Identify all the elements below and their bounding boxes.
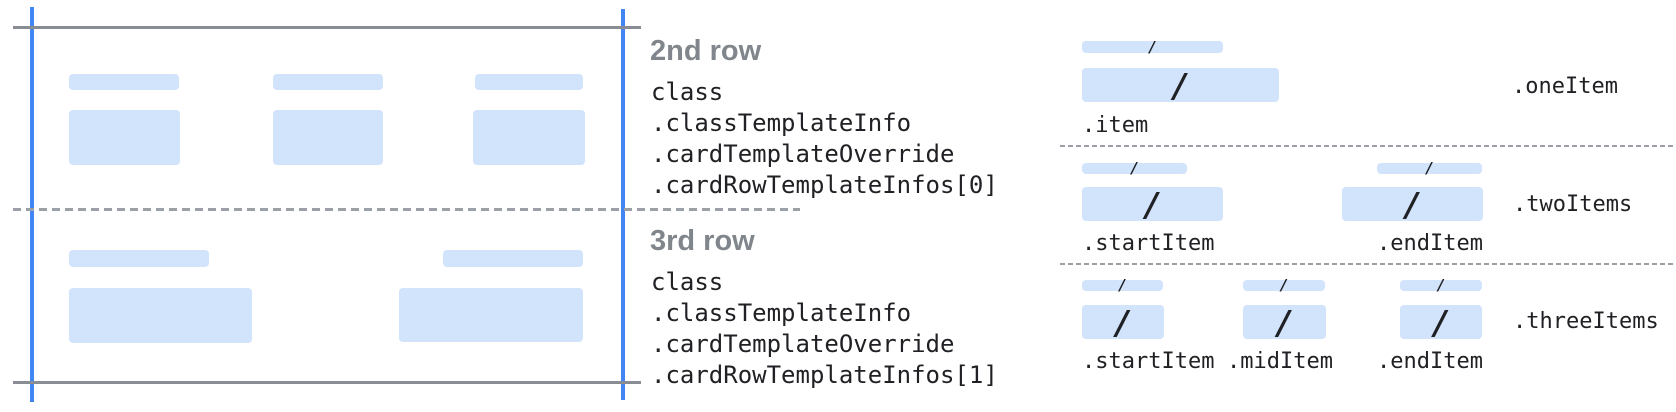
two-items-end-label-bar: / bbox=[1377, 159, 1482, 177]
slash-separator-glyph: / bbox=[1431, 302, 1451, 342]
slash-separator-glyph: / bbox=[1279, 276, 1289, 294]
row2-field2-label-placeholder bbox=[273, 74, 383, 90]
class-path-line: .cardRowTemplateInfos[0] bbox=[651, 171, 998, 199]
slash-separator-glyph: / bbox=[1402, 184, 1423, 224]
slash-separator-glyph: / bbox=[1436, 276, 1446, 294]
third-row-heading: 3rd row bbox=[650, 225, 755, 257]
slash-separator-glyph: / bbox=[1147, 37, 1158, 56]
three-items-start-label-bar: / bbox=[1082, 276, 1163, 294]
legend-divider-dashed-line bbox=[1060, 263, 1676, 265]
class-path-line: .cardTemplateOverride bbox=[651, 330, 955, 358]
slash-separator-glyph: / bbox=[1274, 302, 1295, 342]
class-path-line: .classTemplateInfo bbox=[651, 299, 912, 327]
three-items-end-label-bar: / bbox=[1400, 276, 1482, 294]
three-items-mid-label-bar: / bbox=[1243, 276, 1325, 294]
two-items-end-value-bar: / bbox=[1342, 187, 1483, 221]
row2-field3-value-placeholder bbox=[473, 110, 585, 165]
class-path-line: class bbox=[651, 268, 724, 296]
class-path-line: class bbox=[651, 78, 724, 106]
item-label: .item bbox=[1082, 113, 1149, 138]
slash-separator-glyph: / bbox=[1142, 184, 1163, 224]
second-row-heading: 2nd row bbox=[650, 35, 762, 67]
third-row-class-path: class .classTemplateInfo .cardTemplateOv… bbox=[651, 267, 998, 391]
row3-field2-label-placeholder bbox=[443, 250, 583, 267]
one-item-label-bar: / bbox=[1082, 37, 1223, 56]
slash-separator-glyph: / bbox=[1170, 65, 1191, 105]
card-bottom-boundary-line bbox=[13, 381, 641, 384]
start-item-label: .startItem bbox=[1082, 231, 1215, 256]
row2-field3-label-placeholder bbox=[475, 74, 583, 90]
three-items-start-value-bar: / bbox=[1082, 305, 1164, 339]
end-item-label: .endItem bbox=[1377, 231, 1483, 256]
card-row-divider-dashed-line bbox=[13, 208, 800, 211]
slash-separator-glyph: / bbox=[1424, 159, 1435, 177]
slash-separator-glyph: / bbox=[1129, 159, 1140, 177]
three-items-layout-label: .threeItems bbox=[1513, 309, 1659, 334]
row2-field1-label-placeholder bbox=[69, 74, 179, 90]
three-items-end-value-bar: / bbox=[1400, 305, 1482, 339]
row2-field1-value-placeholder bbox=[69, 110, 180, 165]
class-path-line: .cardRowTemplateInfos[1] bbox=[651, 361, 998, 389]
card-top-boundary-line bbox=[13, 26, 641, 29]
start-item-label: .startItem bbox=[1082, 349, 1215, 374]
one-item-value-bar: / bbox=[1082, 68, 1279, 102]
two-items-start-value-bar: / bbox=[1082, 187, 1223, 221]
three-items-mid-value-bar: / bbox=[1243, 305, 1326, 339]
mid-item-label: .midItem bbox=[1227, 349, 1333, 374]
row3-field2-value-placeholder bbox=[399, 288, 583, 342]
row3-field1-label-placeholder bbox=[69, 250, 209, 267]
one-item-layout-label: .oneItem bbox=[1512, 74, 1618, 99]
row2-field2-value-placeholder bbox=[273, 110, 383, 165]
two-items-start-label-bar: / bbox=[1082, 159, 1187, 177]
legend-divider-dashed-line bbox=[1060, 145, 1676, 147]
class-path-line: .classTemplateInfo bbox=[651, 109, 912, 137]
end-item-label: .endItem bbox=[1377, 349, 1483, 374]
slash-separator-glyph: / bbox=[1113, 302, 1133, 342]
row3-field1-value-placeholder bbox=[69, 288, 252, 343]
card-right-guide-line bbox=[621, 9, 625, 400]
slash-separator-glyph: / bbox=[1117, 276, 1128, 294]
card-left-guide-line bbox=[30, 7, 34, 402]
second-row-class-path: class .classTemplateInfo .cardTemplateOv… bbox=[651, 77, 998, 201]
two-items-layout-label: .twoItems bbox=[1513, 192, 1633, 217]
class-path-line: .cardTemplateOverride bbox=[651, 140, 955, 168]
